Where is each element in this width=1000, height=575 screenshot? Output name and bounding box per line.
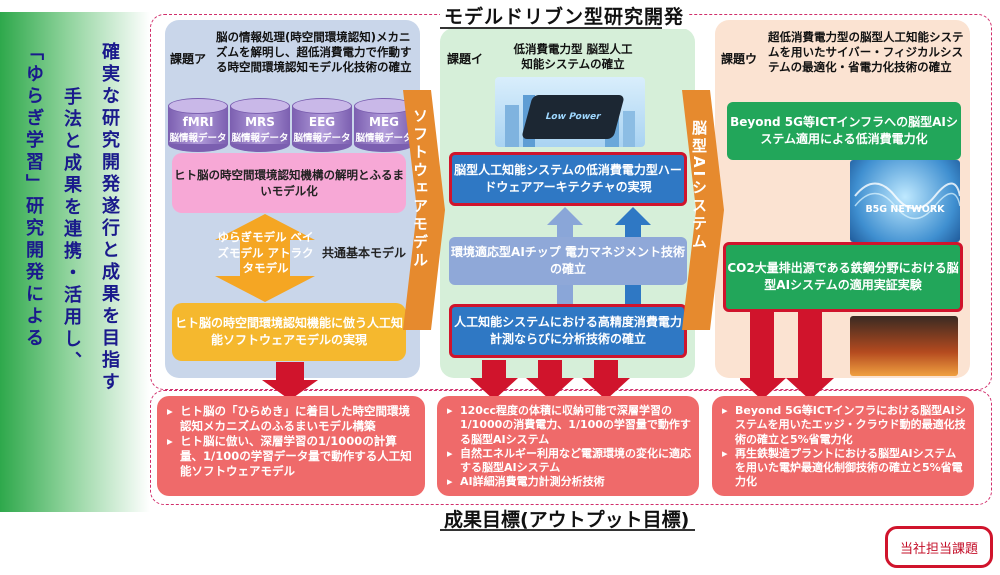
brain-ai-system-arrow <box>682 90 724 330</box>
outcome-u-item: 再生鉄製造プラントにおける脳型AIシステムを用いた電炉最適化制御技術の確立と5%… <box>722 447 966 490</box>
power-measurement-box: 人工知能システムにおける高精度消費電力計測ならびに分析技術の確立 <box>449 304 687 358</box>
outcome-frame <box>150 390 992 505</box>
column-u-label: 課題ウ <box>721 52 758 66</box>
b5g-network-image: B5G NETWORK <box>850 160 960 242</box>
hardware-architecture-box: 脳型人工知能システムの低消費電力型ハードウェアアーキテクチャの実現 <box>449 152 687 206</box>
outcome-u-item: Beyond 5G等ICTインフラにおける脳型AIシステムを用いたエッジ・クラウ… <box>722 404 966 447</box>
software-model-arrow <box>403 90 445 330</box>
left-vertical-panel: 確実な研究開発遂行と成果を目指す 手法と成果を連携・活用し、 「ゆらぎ学習」研究… <box>0 12 150 512</box>
title-underline <box>440 27 662 29</box>
left-panel-line-2: 手法と成果を連携・活用し、 <box>61 87 82 373</box>
outcome-a-item: ヒト脳の「ひらめき」に着目した時空間環境認知メカニズムのふるまいモデル構築 <box>167 404 417 434</box>
steel-field-demo-box: CO2大量排出源である鉄鋼分野における脳型AIシステムの適用実証実験 <box>723 242 963 312</box>
model-types: ゆらぎモデル ベイズモデル アトラクタモデル <box>217 230 314 276</box>
down-arrow-a <box>262 362 318 400</box>
outcome-i-item: 120cc程度の体積に収納可能で深層学習の1/1000の消費電力、1/100の学… <box>447 404 691 447</box>
column-a-description: 脳の情報処理(時空間環境認知)メカニズムを解明し、超低消費電力で作動する時空間環… <box>216 30 412 74</box>
outcome-box-a: ヒト脳の「ひらめき」に着目した時空間環境認知メカニズムのふるまいモデル構築 ヒト… <box>157 396 425 496</box>
up-arrow-2 <box>615 207 651 237</box>
column-a-label: 課題ア <box>170 52 207 66</box>
column-u-description: 超低消費電力型の脳型人工知能システムを用いたサイバー・フィジカルシステムの最適化… <box>768 30 964 74</box>
fmri-database-icon: fMRI 脳情報データ <box>168 98 228 152</box>
common-model-label: 共通基本モデル <box>322 246 407 260</box>
company-task-tag: 当社担当課題 <box>885 526 993 568</box>
brain-mechanism-box: ヒト脳の時空間環境認知機構の解明とふるまいモデル化 <box>172 153 406 213</box>
column-i-label: 課題イ <box>447 52 484 66</box>
ai-chip-device: Low Power <box>521 95 625 139</box>
steel-plant-image <box>850 316 958 376</box>
down-arrows-i <box>470 360 630 400</box>
power-management-box: 環境適応型AIチップ 電力マネジメント技術の確立 <box>449 237 687 285</box>
left-panel-line-3: 「ゆらぎ学習」研究開発による <box>23 42 44 350</box>
outcome-title: 成果目標(アウトプット目標) <box>440 505 694 532</box>
software-model-label: ソフトウェアモデル <box>411 108 429 270</box>
up-arrow-1 <box>547 207 583 237</box>
outcome-i-item: 自然エネルギー利用など電源環境の変化に適応する脳型AIシステム <box>447 447 691 476</box>
model-double-arrow <box>215 214 315 302</box>
meg-database-icon: MEG 脳情報データ <box>354 98 414 152</box>
brain-ai-system-label: 脳型AIシステム <box>690 120 708 252</box>
outcome-title-underline <box>440 529 695 531</box>
eeg-database-icon: EEG 脳情報データ <box>292 98 352 152</box>
main-title: モデルドリブン型研究開発 <box>440 2 689 29</box>
outcome-box-u: Beyond 5G等ICTインフラにおける脳型AIシステムを用いたエッジ・クラウ… <box>712 396 974 496</box>
ai-software-model-box: ヒト脳の時空間環境認知機能に倣う人工知能ソフトウェアモデルの実現 <box>172 303 406 361</box>
up-arrow-3 <box>557 285 573 305</box>
mrs-database-icon: MRS 脳情報データ <box>230 98 290 152</box>
outcome-a-item: ヒト脳に倣い、深層学習の1/1000の計算量、1/100の学習データ量で動作する… <box>167 434 417 479</box>
outcome-i-item: AI詳細消費電力計測分析技術 <box>447 475 691 490</box>
down-arrows-u <box>740 312 834 400</box>
left-panel-line-1: 確実な研究開発遂行と成果を目指す <box>99 42 120 394</box>
b5g-power-box: Beyond 5G等ICTインフラへの脳型AIシステム適用による低消費電力化 <box>727 102 961 160</box>
up-arrow-4 <box>625 285 641 305</box>
column-i-title: 低消費電力型 脳型人工知能システムの確立 <box>513 42 633 71</box>
outcome-box-i: 120cc程度の体積に収納可能で深層学習の1/1000の消費電力、1/100の学… <box>437 396 699 496</box>
